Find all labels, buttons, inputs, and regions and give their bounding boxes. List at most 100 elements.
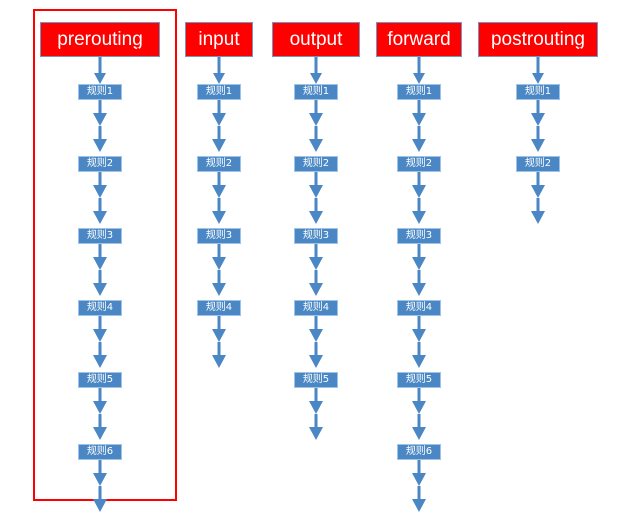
arrow-stem (417, 414, 421, 427)
arrow-stem (536, 100, 540, 113)
arrow-stem (314, 172, 318, 185)
arrow-head-down-icon (412, 499, 426, 512)
arrow-head-down-icon (531, 113, 545, 126)
arrow-stem (314, 316, 318, 329)
chain-header-label: output (289, 28, 343, 50)
arrow-stem (98, 486, 102, 499)
connector-input-2-b (209, 198, 229, 224)
rule-box-prerouting-1[interactable]: 规则1 (78, 84, 122, 100)
arrow-head-down-icon (531, 211, 545, 224)
arrow-head-down-icon (212, 185, 226, 198)
rule-box-output-2[interactable]: 规则2 (294, 156, 338, 172)
rule-box-postrouting-1[interactable]: 规则1 (516, 84, 560, 100)
arrow-head-down-icon (412, 257, 426, 270)
connector-prerouting-6-a (90, 460, 110, 486)
rule-box-input-1[interactable]: 规则1 (197, 84, 241, 100)
arrow-head-down-icon (93, 355, 107, 368)
chain-header-postrouting[interactable]: postrouting (478, 22, 598, 57)
rule-box-output-1[interactable]: 规则1 (294, 84, 338, 100)
connector-output-4-b (306, 342, 326, 368)
arrow-head-down-icon (412, 185, 426, 198)
arrow-stem (217, 342, 221, 355)
connector-forward-1-b (409, 126, 429, 152)
connector-postrouting-2-b (528, 198, 548, 224)
chain-header-prerouting[interactable]: prerouting (40, 22, 160, 57)
rule-box-label: 规则3 (86, 230, 114, 241)
rule-box-forward-6[interactable]: 规则6 (397, 444, 441, 460)
arrow-stem (314, 244, 318, 257)
connector-input-1-a (209, 100, 229, 126)
rule-box-forward-1[interactable]: 规则1 (397, 84, 441, 100)
rule-box-label: 规则4 (302, 302, 330, 313)
rule-box-label: 规则5 (86, 374, 114, 385)
rule-box-label: 规则4 (405, 302, 433, 313)
arrow-head-down-icon (309, 139, 323, 152)
arrow-stem (417, 100, 421, 113)
arrow-stem (536, 172, 540, 185)
rule-box-label: 规则1 (86, 86, 114, 97)
rule-box-postrouting-2[interactable]: 规则2 (516, 156, 560, 172)
rule-box-output-5[interactable]: 规则5 (294, 372, 338, 388)
arrow-head-down-icon (93, 283, 107, 296)
rule-box-prerouting-2[interactable]: 规则2 (78, 156, 122, 172)
connector-output-header-to-rule-1 (306, 57, 326, 84)
arrow-head-down-icon (412, 211, 426, 224)
rule-box-forward-3[interactable]: 规则3 (397, 228, 441, 244)
chain-header-output[interactable]: output (272, 22, 360, 57)
rule-box-output-4[interactable]: 规则4 (294, 300, 338, 316)
rule-box-forward-2[interactable]: 规则2 (397, 156, 441, 172)
connector-forward-1-a (409, 100, 429, 126)
rule-box-input-2[interactable]: 规则2 (197, 156, 241, 172)
rule-box-input-3[interactable]: 规则3 (197, 228, 241, 244)
rule-box-forward-5[interactable]: 规则5 (397, 372, 441, 388)
rule-box-label: 规则4 (205, 302, 233, 313)
rule-box-output-3[interactable]: 规则3 (294, 228, 338, 244)
rule-box-prerouting-3[interactable]: 规则3 (78, 228, 122, 244)
arrow-head-down-icon (93, 329, 107, 342)
connector-input-3-a (209, 244, 229, 270)
rule-box-label: 规则3 (205, 230, 233, 241)
arrow-head-down-icon (531, 185, 545, 198)
connector-forward-5-b (409, 414, 429, 440)
arrow-head-down-icon (412, 283, 426, 296)
chain-header-input[interactable]: input (185, 22, 253, 57)
arrow-stem (314, 100, 318, 113)
arrow-stem (217, 316, 221, 329)
arrow-head-down-icon (212, 329, 226, 342)
rule-box-label: 规则2 (405, 158, 433, 169)
chain-header-label: prerouting (57, 28, 143, 51)
connector-output-1-b (306, 126, 326, 152)
chain-header-forward[interactable]: forward (376, 22, 462, 57)
arrow-head-down-icon (412, 401, 426, 414)
arrow-stem (217, 270, 221, 283)
rule-box-label: 规则1 (205, 86, 233, 97)
arrow-stem (314, 388, 318, 401)
connector-forward-header-to-rule-1 (409, 57, 429, 84)
connector-postrouting-1-b (528, 126, 548, 152)
arrow-head-down-icon (93, 427, 107, 440)
arrow-stem (217, 57, 221, 73)
arrow-head-down-icon (309, 257, 323, 270)
rule-box-label: 规则1 (524, 86, 552, 97)
arrow-stem (217, 100, 221, 113)
arrow-stem (536, 126, 540, 139)
rule-box-prerouting-6[interactable]: 规则6 (78, 444, 122, 460)
chain-header-label: input (198, 28, 240, 50)
rule-box-forward-4[interactable]: 规则4 (397, 300, 441, 316)
connector-postrouting-2-a (528, 172, 548, 198)
arrow-head-down-icon (94, 73, 106, 84)
rule-box-label: 规则3 (405, 230, 433, 241)
chain-header-label: postrouting (490, 28, 586, 51)
connector-output-3-b (306, 270, 326, 296)
rule-box-input-4[interactable]: 规则4 (197, 300, 241, 316)
arrow-stem (314, 198, 318, 211)
connector-output-2-a (306, 172, 326, 198)
rule-box-prerouting-5[interactable]: 规则5 (78, 372, 122, 388)
rule-box-prerouting-4[interactable]: 规则4 (78, 300, 122, 316)
connector-postrouting-header-to-rule-1 (528, 57, 548, 84)
connector-forward-4-b (409, 342, 429, 368)
arrow-stem (217, 244, 221, 257)
arrow-head-down-icon (213, 73, 225, 84)
connector-input-4-b (209, 342, 229, 368)
